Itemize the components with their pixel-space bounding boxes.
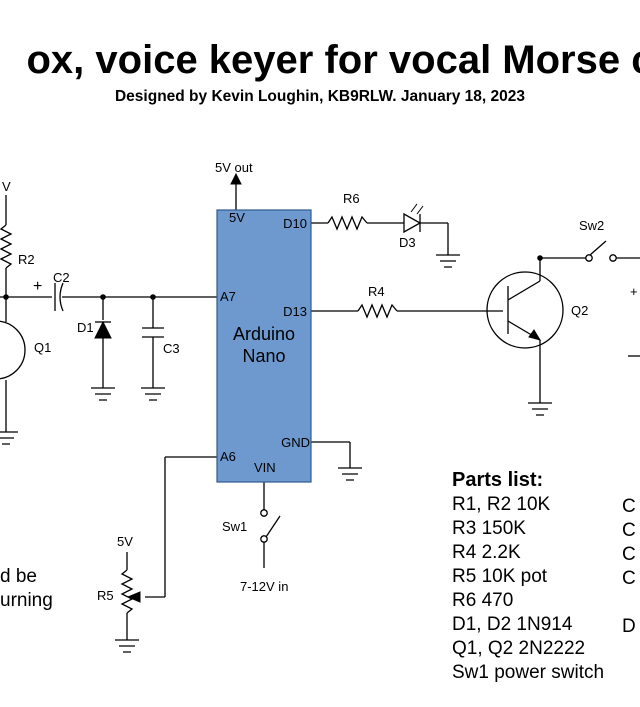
- parts-list-heading: Parts list:: [452, 469, 544, 491]
- note-line-1: d be: [0, 566, 37, 587]
- label-5v-pot: 5V: [117, 534, 133, 549]
- parts-item: R1, R2 10K: [452, 494, 551, 515]
- pin-vin: VIN: [254, 460, 276, 475]
- pin-d10: D10: [283, 216, 307, 231]
- parts-col2-item: C: [622, 520, 636, 541]
- parts-item: Sw1 power switch: [452, 662, 605, 683]
- pin-a7: A7: [220, 289, 236, 304]
- parts-item: R3 150K: [452, 518, 526, 539]
- label-r5: R5: [97, 588, 114, 603]
- parts-item: Q1, Q2 2N2222: [452, 638, 586, 659]
- parts-list: Parts list: R1, R2 10K R3 150K R4 2.2K R…: [452, 468, 604, 685]
- label-right-plus: +: [630, 284, 638, 299]
- ground-arduino: [338, 467, 362, 481]
- ground-c3: [141, 387, 165, 401]
- arduino-label-line2: Nano: [242, 346, 285, 366]
- note-text: d be urning: [0, 565, 53, 613]
- ground-q2: [528, 402, 552, 416]
- label-c2-plus: +: [33, 278, 42, 295]
- label-q1: Q1: [34, 340, 51, 355]
- ground-d3: [436, 254, 460, 268]
- d3-led: [403, 212, 422, 234]
- ground-d1: [91, 387, 115, 401]
- parts-col2-item: D: [622, 616, 636, 637]
- diagram-subtitle: Designed by Kevin Loughin, KB9RLW. Janua…: [114, 88, 525, 105]
- r2-resistor: [0, 224, 13, 269]
- r5-potentiometer: [120, 569, 134, 614]
- parts-list-col2: C C C C D: [622, 495, 636, 639]
- r6-resistor: [327, 215, 368, 231]
- 5v-out-arrow: [230, 172, 242, 185]
- ground-r5: [115, 639, 139, 653]
- parts-item: D1, D2 1N914: [452, 614, 573, 635]
- q2-transistor: [486, 271, 564, 349]
- parts-item: R4 2.2K: [452, 542, 521, 563]
- parts-col2-item: [622, 591, 636, 615]
- arduino-label-line1: Arduino: [233, 324, 295, 344]
- label-d1: D1: [77, 320, 94, 335]
- pin-gnd: GND: [281, 435, 310, 450]
- label-r6: R6: [343, 191, 360, 206]
- arduino-nano-module: [216, 209, 312, 483]
- label-v-left: V: [2, 179, 11, 194]
- label-c3: C3: [163, 341, 180, 356]
- label-sw2: Sw2: [579, 218, 604, 233]
- parts-col2-item: C: [622, 544, 636, 565]
- q2-emitter-arrow: [528, 329, 542, 341]
- pin-5v: 5V: [229, 210, 245, 225]
- label-r2: R2: [18, 252, 35, 267]
- label-q2: Q2: [571, 303, 588, 318]
- ground-q1: [0, 431, 18, 445]
- parts-col2-item: C: [622, 568, 636, 589]
- pin-a6: A6: [220, 449, 236, 464]
- parts-item: R5 10K pot: [452, 566, 548, 587]
- diagram-title: ox, voice keyer for vocal Morse c: [26, 38, 640, 82]
- parts-col2-item: C: [622, 496, 636, 517]
- r4-resistor: [357, 303, 398, 319]
- label-c2: C2: [53, 270, 70, 285]
- pin-d13: D13: [283, 304, 307, 319]
- parts-item: R6 470: [452, 590, 514, 611]
- note-line-2: urning: [0, 590, 53, 611]
- q1-transistor: [0, 320, 26, 380]
- label-d3: D3: [399, 235, 416, 250]
- label-r4: R4: [368, 284, 385, 299]
- label-5v-out: 5V out: [215, 160, 253, 175]
- label-sw1: Sw1: [222, 519, 247, 534]
- label-vin-in: 7-12V in: [240, 579, 288, 594]
- d1-diode: [94, 320, 112, 339]
